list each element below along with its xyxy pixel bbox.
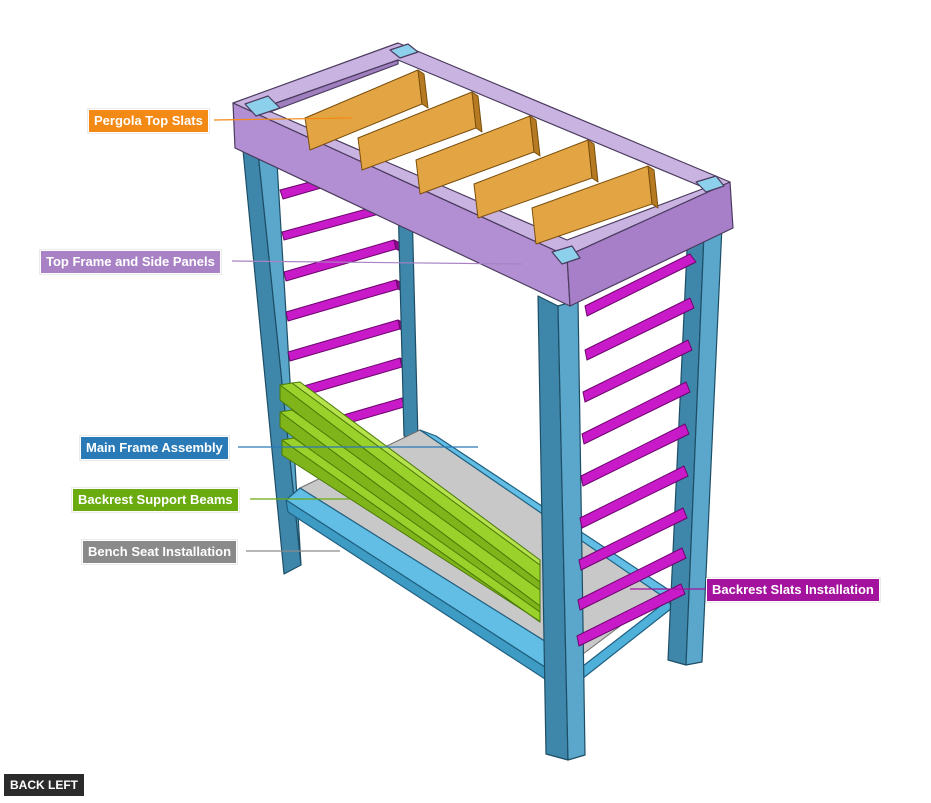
label-main-frame-assembly: Main Frame Assembly (80, 436, 229, 460)
top-slats (304, 69, 659, 245)
leader-top-frame-side-panels (231, 260, 523, 265)
post-front-left (537, 295, 586, 761)
right-side-slats (576, 253, 697, 647)
callout-leaders (213, 117, 706, 590)
leader-pergola-top-slats (213, 117, 353, 121)
backrest-beams (279, 381, 541, 623)
label-backrest-support-beams: Backrest Support Beams (72, 488, 239, 512)
label-pergola-top-slats: Pergola Top Slats (88, 109, 209, 133)
label-top-frame-side-panels: Top Frame and Side Panels (40, 250, 221, 274)
bench-frame (285, 429, 673, 693)
label-backrest-slats-installation: Backrest Slats Installation (706, 578, 880, 602)
view-label-badge: BACK LEFT (4, 774, 84, 796)
label-bench-seat-installation: Bench Seat Installation (82, 540, 238, 564)
